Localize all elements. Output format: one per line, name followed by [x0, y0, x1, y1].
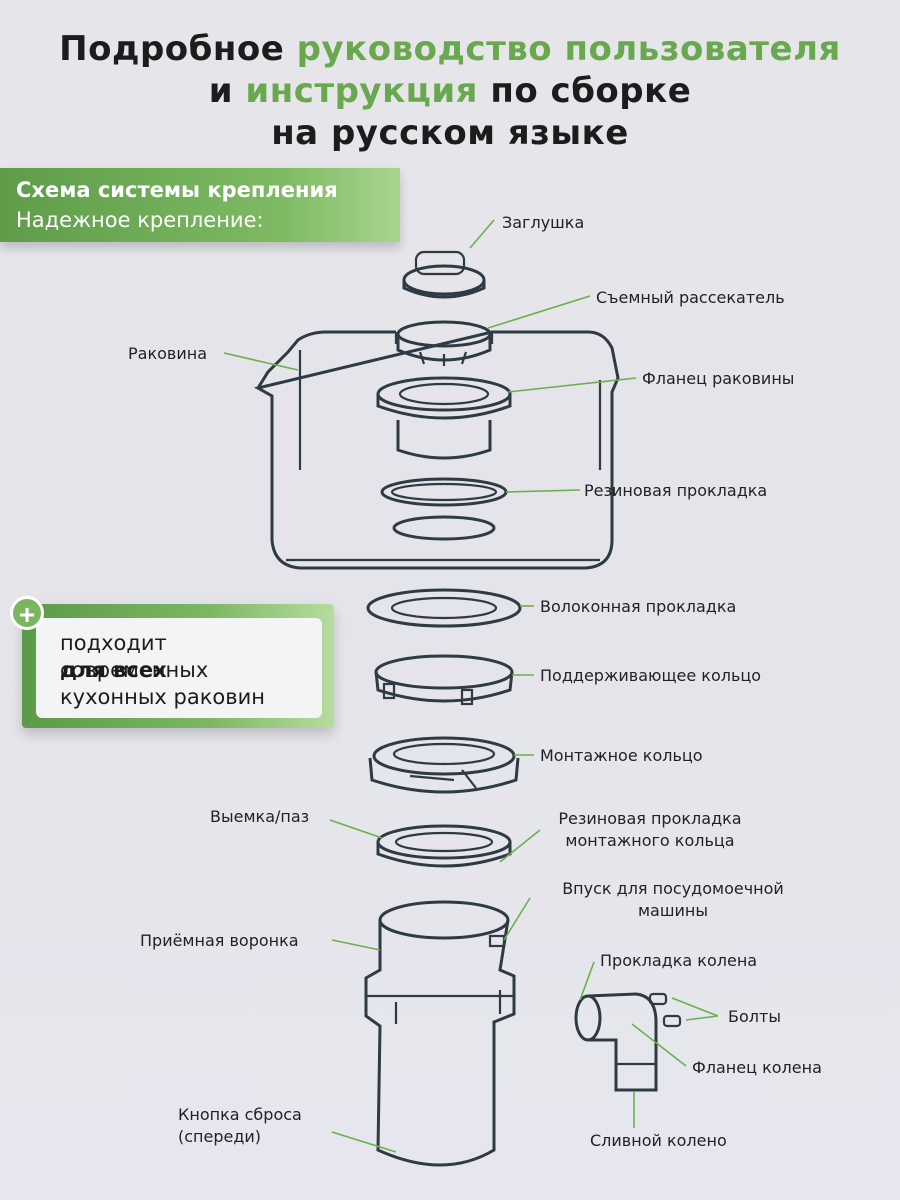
label-drain-elbow: Сливной колено — [590, 1131, 727, 1150]
label-line: Кнопка сброса — [178, 1105, 302, 1124]
label-line: машины — [637, 901, 708, 920]
card-line-1: подходит для всех — [60, 630, 167, 684]
card-line-2: современных — [60, 658, 209, 682]
label-bolts: Болты — [728, 1007, 781, 1026]
section-badge: Схема системы крепления Надежное креплен… — [0, 168, 400, 242]
label-mount-gasket: Резиновая прокладка монтажного кольца — [540, 808, 760, 852]
leader-elbow-flange — [631, 1023, 687, 1067]
label-elbow-gasket: Прокладка колена — [600, 951, 758, 970]
leader-dishwasher — [503, 897, 531, 941]
card-text: подходит — [60, 631, 167, 655]
label-fiber-gasket: Волоконная прокладка — [540, 597, 737, 616]
label-line: Резиновая прокладка — [558, 809, 742, 828]
label-line: Впуск для посудомоечной — [562, 879, 784, 898]
label-sink: Раковина — [128, 344, 207, 363]
leader-elbow-gasket — [579, 961, 595, 1001]
drain-elbow-illustration — [574, 992, 682, 1092]
title-text: по сборке — [478, 71, 692, 111]
title-line-1: Подробное руководство пользователя — [0, 28, 900, 70]
sink-flange-illustration — [376, 376, 512, 460]
label-line: (спереди) — [178, 1127, 262, 1146]
disposer-body-illustration — [364, 900, 516, 1167]
label-support-ring: Поддерживающее кольцо — [540, 666, 762, 685]
fiber-gasket-illustration — [366, 588, 522, 628]
title-text: Подробное — [59, 29, 297, 69]
title-text: и — [208, 71, 246, 111]
plug-illustration — [402, 250, 486, 299]
leader-plug — [469, 219, 495, 249]
leader-reset — [331, 1131, 397, 1153]
badge-subheading: Надежное крепление: — [16, 208, 264, 232]
support-ring-illustration — [374, 654, 514, 706]
title-highlight: руководство пользователя — [296, 29, 841, 69]
label-reset-button: Кнопка сброса (спереди) — [178, 1104, 302, 1148]
mount-ring-illustration — [368, 736, 520, 794]
label-groove: Выемка/паз — [210, 807, 310, 826]
leader-bolts — [671, 997, 719, 1021]
splash-guard-illustration — [396, 320, 492, 366]
label-mount-ring: Монтажное кольцо — [540, 746, 703, 765]
label-sink-flange: Фланец раковины — [642, 369, 795, 388]
label-splash-guard: Съемный рассекатель — [596, 288, 785, 307]
label-dishwasher-inlet: Впуск для посудомоечной машины — [538, 878, 808, 922]
label-elbow-flange: Фланец колена — [692, 1058, 822, 1077]
leader-flange — [507, 377, 637, 393]
plus-icon: + — [10, 596, 44, 630]
card-bold-text: для всех — [60, 658, 167, 682]
card-line-3: кухонных раковин — [60, 685, 266, 709]
title-line-2: и инструкция по сборке — [0, 70, 900, 112]
label-funnel: Приёмная воронка — [140, 931, 299, 950]
title-line-3: на русском языке — [271, 113, 629, 153]
label-rubber-gasket: Резиновая прокладка — [584, 481, 768, 500]
title-highlight: инструкция — [245, 71, 479, 111]
label-plug: Заглушка — [502, 213, 585, 232]
leader-rubber — [505, 489, 581, 493]
label-line: монтажного кольца — [565, 831, 735, 850]
leader-sink — [223, 352, 299, 371]
mount-gasket-illustration — [376, 824, 512, 868]
page-title: Подробное руководство пользователя и инс… — [0, 28, 900, 154]
leader-groove — [329, 819, 383, 839]
feature-card-body: подходит для всех современных кухонных р… — [36, 618, 322, 718]
leader-funnel — [331, 939, 381, 951]
leader-mount-gasket — [499, 829, 541, 863]
badge-heading: Схема системы крепления — [16, 178, 338, 202]
feature-card: подходит для всех современных кухонных р… — [22, 604, 334, 728]
leader-splash — [487, 295, 591, 329]
sink-illustration — [253, 330, 620, 570]
